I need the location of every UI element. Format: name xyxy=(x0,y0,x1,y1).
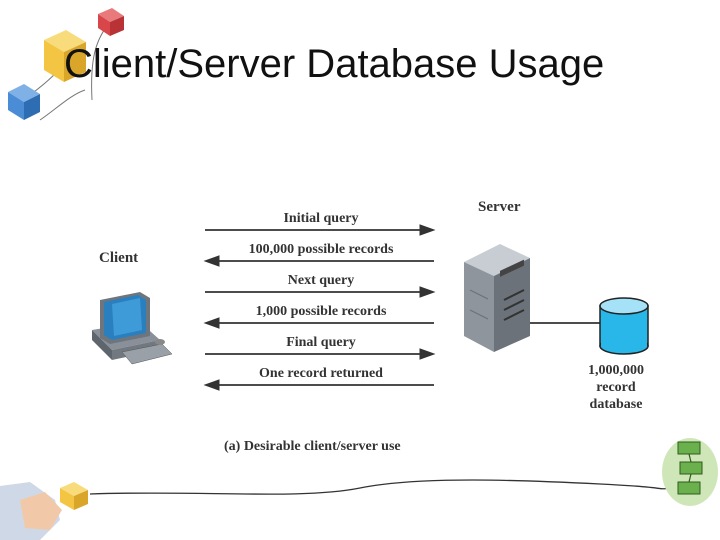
message-label: 1,000 possible records xyxy=(255,304,387,319)
database-label-line: record xyxy=(596,380,636,395)
flowchart-figure-icon xyxy=(662,438,718,506)
message-arrows xyxy=(203,224,436,391)
message-label: Initial query xyxy=(283,211,359,226)
database-label: 1,000,000 record database xyxy=(576,362,656,413)
message-label: One record returned xyxy=(259,366,383,381)
figure-caption: (a) Desirable client/server use xyxy=(224,439,401,454)
server-label: Server xyxy=(478,199,521,215)
database-label-line: database xyxy=(589,397,643,412)
client-label: Client xyxy=(99,250,139,266)
message-label: Final query xyxy=(286,335,356,350)
server-icon xyxy=(464,244,530,352)
database-icon xyxy=(599,297,649,355)
cube-cluster-icon xyxy=(8,8,124,121)
slide-title: Client/Server Database Usage xyxy=(64,42,605,86)
hand-cube-icon xyxy=(0,482,88,540)
database-label-line: 1,000,000 xyxy=(588,363,644,378)
bottom-wave-line xyxy=(89,479,673,495)
message-label: Next query xyxy=(287,273,355,288)
message-label: 100,000 possible records xyxy=(248,242,394,257)
client-computer-icon xyxy=(92,292,173,365)
